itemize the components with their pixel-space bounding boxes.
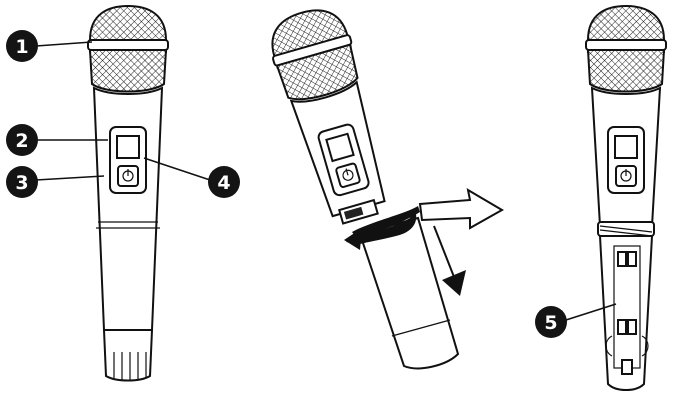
microphone-opening-view <box>263 2 502 369</box>
svg-text:2: 2 <box>15 130 28 152</box>
mic1-grille-ring <box>88 40 168 50</box>
svg-text:3: 3 <box>15 172 28 194</box>
svg-text:5: 5 <box>544 312 557 334</box>
mic1-display <box>117 136 139 158</box>
svg-text:1: 1 <box>15 36 28 58</box>
microphone-front-view <box>88 6 168 381</box>
mic1-connector <box>104 330 152 381</box>
mic1-handle <box>94 88 162 330</box>
callout-2: 2 <box>6 124 38 156</box>
callout-4: 4 <box>208 166 240 198</box>
callout-5: 5 <box>535 306 567 338</box>
callout-3: 3 <box>6 166 38 198</box>
microphone-battery-view <box>586 6 666 390</box>
callout-1: 1 <box>6 30 38 62</box>
pull-arrow-icon <box>420 190 502 228</box>
svg-text:4: 4 <box>217 172 230 194</box>
